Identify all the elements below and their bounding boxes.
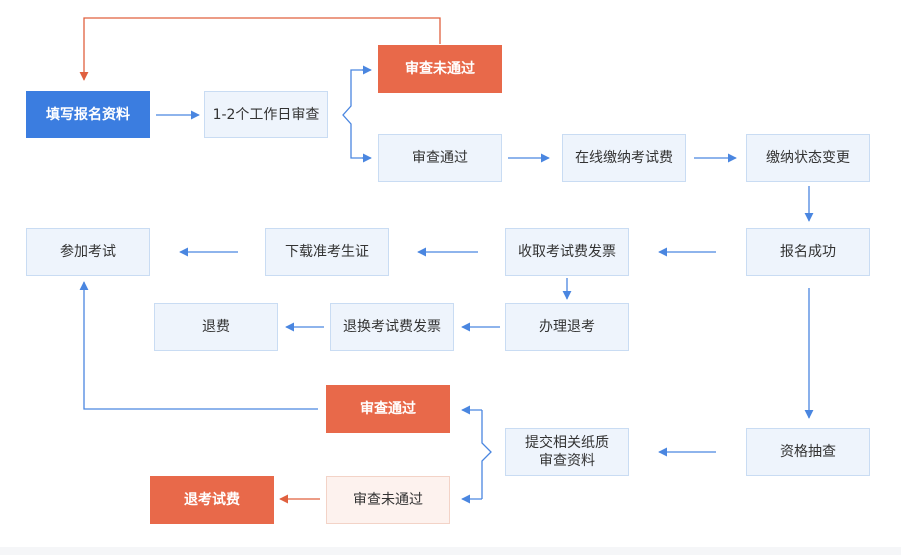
brace-submit-branch (481, 410, 492, 499)
review-period-node: 1-2个工作日审查 (204, 91, 328, 138)
arrow-review-failed-back-to-fill (79, 17, 441, 81)
submit-documents-node: 提交相关纸质 审查资料 (505, 428, 629, 476)
review-passed-top-node: 审查通过 (378, 134, 502, 182)
review-failed-top-node: 审查未通过 (378, 45, 502, 93)
pay-exam-fee-node: 在线缴纳考试费 (562, 134, 686, 182)
review-failed-bottom-node: 审查未通过 (326, 476, 450, 524)
refund-node: 退费 (154, 303, 278, 351)
take-exam-node: 参加考试 (26, 228, 150, 276)
payment-status-node: 缴纳状态变更 (746, 134, 870, 182)
exchange-invoice-node: 退换考试费发票 (330, 303, 454, 351)
refund-exam-fee-node: 退考试费 (150, 476, 274, 524)
arrow-passed-to-exam (79, 281, 318, 410)
fill-info-node: 填写报名资料 (26, 91, 150, 138)
qualification-check-node: 资格抽查 (746, 428, 870, 476)
handle-withdrawal-node: 办理退考 (505, 303, 629, 351)
bottom-divider (0, 547, 901, 555)
receive-invoice-node: 收取考试费发票 (505, 228, 629, 276)
registration-success-node: 报名成功 (746, 228, 870, 276)
brace-review-branch (342, 69, 370, 159)
review-passed-bottom-node: 审查通过 (326, 385, 450, 433)
download-admission-node: 下载准考生证 (265, 228, 389, 276)
